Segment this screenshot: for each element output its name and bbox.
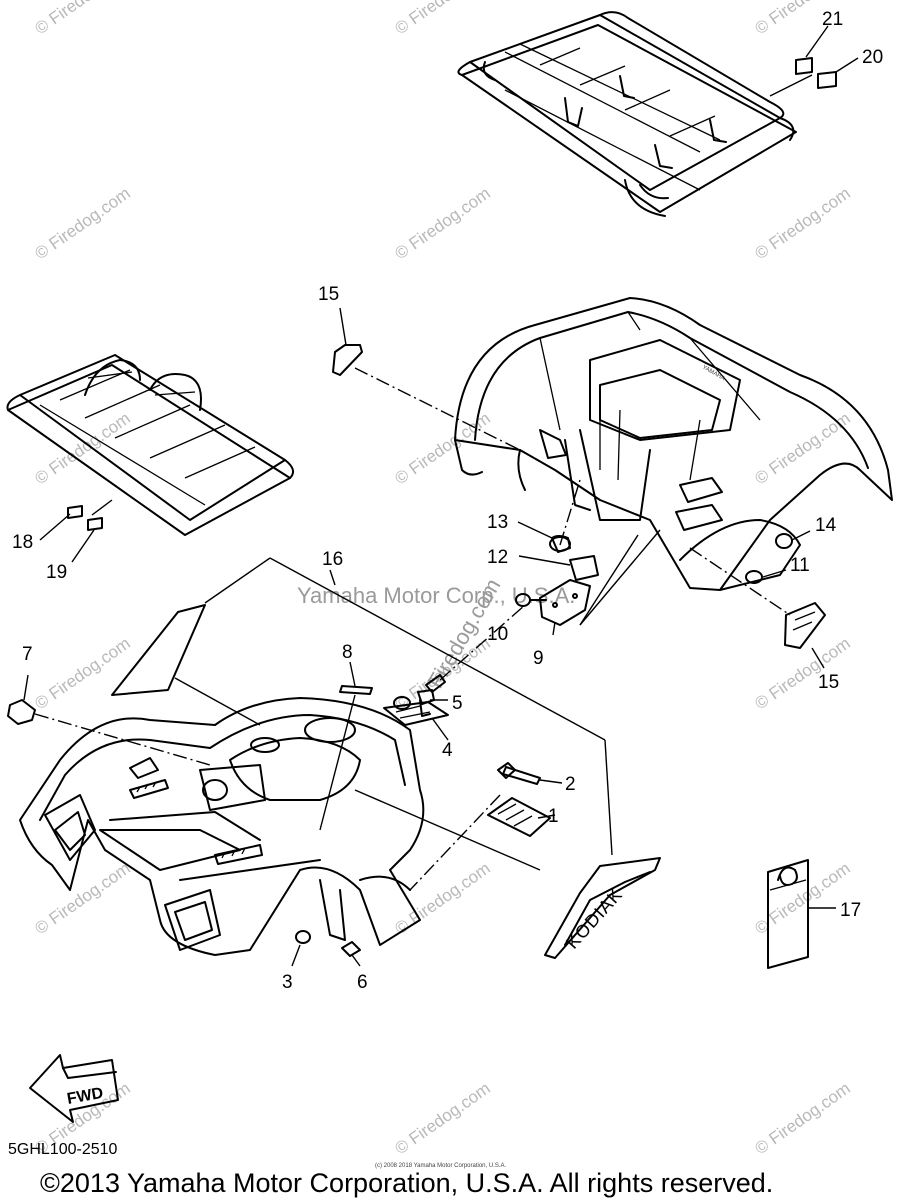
- callout-16: 16: [322, 549, 343, 570]
- callout-4: 4: [442, 740, 453, 761]
- rear-carrier: [457, 11, 797, 217]
- watermark-layer: © Firedog.com © Firedog.com © Firedog.co…: [31, 0, 853, 1158]
- watermark: © Firedog.com: [391, 0, 493, 38]
- watermark: © Firedog.com: [391, 184, 493, 264]
- decal-20-21: [769, 25, 859, 97]
- callout-7: 7: [22, 644, 33, 665]
- tiny-copyright: (c) 2008 2018 Yamaha Motor Corporation, …: [375, 1163, 507, 1169]
- callout-19: 19: [46, 562, 67, 583]
- callout-5: 5: [452, 693, 463, 714]
- callout-13: 13: [487, 512, 508, 533]
- decal-15-top: [332, 307, 521, 451]
- callout-6: 6: [357, 972, 368, 993]
- watermark: © Firedog.com: [751, 859, 853, 939]
- callout-15-bottom: 15: [818, 672, 839, 693]
- watermark: © Firedog.com: [31, 859, 133, 939]
- decal-7: [7, 674, 211, 766]
- front-fender: [19, 697, 425, 956]
- fwd-label: FWD: [66, 1085, 105, 1108]
- callout-2: 2: [565, 774, 576, 795]
- watermark: © Firedog.com: [31, 184, 133, 264]
- callout-12: 12: [487, 547, 508, 568]
- nuts-3-6: [291, 930, 361, 967]
- fwd-arrow-icon: FWD: [29, 1054, 119, 1123]
- watermark: © Firedog.com: [31, 409, 133, 489]
- decal-16: [111, 557, 613, 871]
- plate-1-bolt-2: [409, 762, 563, 891]
- callout-17: 17: [840, 900, 861, 921]
- callout-21: 21: [822, 9, 843, 30]
- warning-tag-17: [767, 859, 836, 969]
- catalog-code: 5GHL100-2510: [8, 1141, 118, 1158]
- callout-10: 10: [487, 624, 508, 645]
- callout-18: 18: [12, 532, 33, 553]
- watermark: © Firedog.com: [751, 409, 853, 489]
- decal-18-19: [39, 499, 113, 563]
- callout-9: 9: [533, 648, 544, 669]
- callout-1: 1: [548, 806, 559, 827]
- callout-15-top: 15: [318, 284, 339, 305]
- watermark: © Firedog.com: [31, 0, 133, 38]
- callout-11: 11: [790, 555, 810, 576]
- kodiak-decal: KODIAK: [544, 857, 661, 959]
- rear-fender: YAMAHA: [454, 297, 893, 591]
- callout-8: 8: [342, 642, 353, 663]
- copyright-notice: ©2013 Yamaha Motor Corporation, U.S.A. A…: [40, 1168, 773, 1198]
- watermark: © Firedog.com: [751, 1079, 853, 1159]
- cap-4-bolt-5: [383, 604, 526, 741]
- decal-8: [319, 661, 373, 831]
- callout-labels: 1 2 3 4 5 6 7 8 9 10 11 12 13 14 15 15 1…: [12, 9, 883, 993]
- front-carrier: [6, 354, 295, 536]
- emblem-15: [689, 547, 826, 669]
- watermark: © Firedog.com: [31, 634, 133, 714]
- watermark: © Firedog.com: [391, 1079, 493, 1159]
- watermark: © Firedog.com: [391, 409, 493, 489]
- kodiak-decal-text: KODIAK: [562, 884, 626, 952]
- watermark: © Firedog.com: [751, 184, 853, 264]
- callout-3: 3: [282, 972, 293, 993]
- callout-20: 20: [862, 47, 883, 68]
- callout-14: 14: [815, 515, 837, 536]
- grommets-11-14: [745, 530, 811, 584]
- plate-and-bolts: [515, 479, 661, 636]
